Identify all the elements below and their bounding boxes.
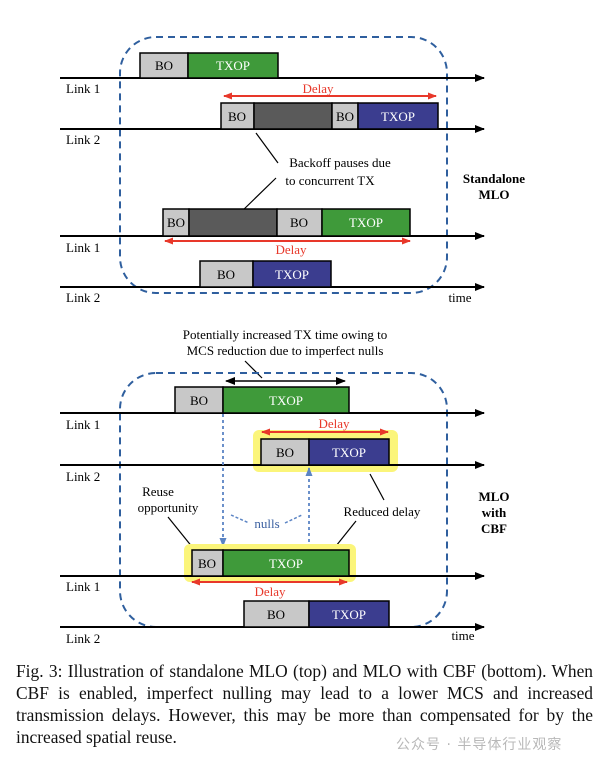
txop-label: TXOP [332,607,366,622]
bo-block [191,549,224,577]
bo-label: BO [290,215,308,230]
delay-label: Delay [318,416,350,431]
bo-label: BO [336,109,354,124]
label-link2-b: Link 2 [66,290,100,305]
txop-label: TXOP [381,109,415,124]
mode-label-line3: CBF [481,521,507,536]
label-link1-a: Link 1 [66,81,100,96]
bo-block [331,102,359,130]
potential-note-line1: Potentially increased TX time owing to [183,327,387,342]
pointer-line [369,473,385,501]
time-label: time [448,290,471,305]
mode-label-line1: MLO [478,489,509,504]
bo-label: BO [167,215,185,230]
reuse-note-line1: Reuse [142,484,174,499]
reduced-delay-note: Reduced delay [344,504,421,519]
nulls-bracket-left [230,514,250,524]
mode-label-line2: MLO [478,187,509,202]
txop-block [321,208,411,237]
bo-block [199,260,254,288]
label-link2-c: Link 2 [66,469,100,484]
txop-label: TXOP [269,556,303,571]
label-link2-d: Link 2 [66,631,100,646]
reuse-note-line2: opportunity [138,500,199,515]
pointer-line [335,520,357,547]
time-label: time [451,628,474,643]
pointer-line [167,516,194,549]
potential-note-line2: MCS reduction due to imperfect nulls [187,343,384,358]
bo-label: BO [155,58,173,73]
txop-block [222,386,350,414]
nulls-bracket-right [284,514,303,524]
mode-label-line1: Standalone [463,171,525,186]
txop-label: TXOP [332,445,366,460]
label-link1-d: Link 1 [66,579,100,594]
txop-label: TXOP [275,267,309,282]
note-backoff-line1: Backoff pauses due [289,155,391,170]
bo-block [243,600,310,628]
txop-label: TXOP [216,58,250,73]
txop-block [252,260,332,288]
txop-label: TXOP [269,393,303,408]
txop-label: TXOP [349,215,383,230]
paused-backoff-block [253,102,333,130]
txop-block [187,52,279,79]
delay-label: Delay [302,81,334,96]
bo-label: BO [267,607,285,622]
txop-block [308,600,390,628]
bo-block [162,208,190,237]
paused-backoff-block [188,208,278,237]
mlo-diagram: Link 1 BO TXOP Delay Link 2 BO BO TXOP B… [60,36,525,646]
txop-block [222,549,350,577]
pointer-line [239,177,277,214]
bo-label: BO [217,267,235,282]
label-link1-c: Link 1 [66,417,100,432]
bo-block [220,102,255,130]
mode-label-line2: with [482,505,507,520]
figure-caption: Fig. 3: Illustration of standalone MLO (… [16,661,593,747]
pointer-line [255,132,279,164]
label-link2-a: Link 2 [66,132,100,147]
bo-label: BO [228,109,246,124]
txop-block [308,438,390,466]
note-backoff-line2: to concurrent TX [285,173,375,188]
bo-label: BO [198,556,216,571]
bo-label: BO [190,393,208,408]
label-link1-b: Link 1 [66,240,100,255]
bo-block [174,386,224,414]
watermark: 公众号 · 半导体行业观察 [396,737,563,753]
bo-label: BO [276,445,294,460]
pointer-line [244,360,263,379]
txop-block [357,102,439,130]
delay-label: Delay [254,584,286,599]
delay-label: Delay [275,242,307,257]
nulls-label: nulls [254,516,279,531]
